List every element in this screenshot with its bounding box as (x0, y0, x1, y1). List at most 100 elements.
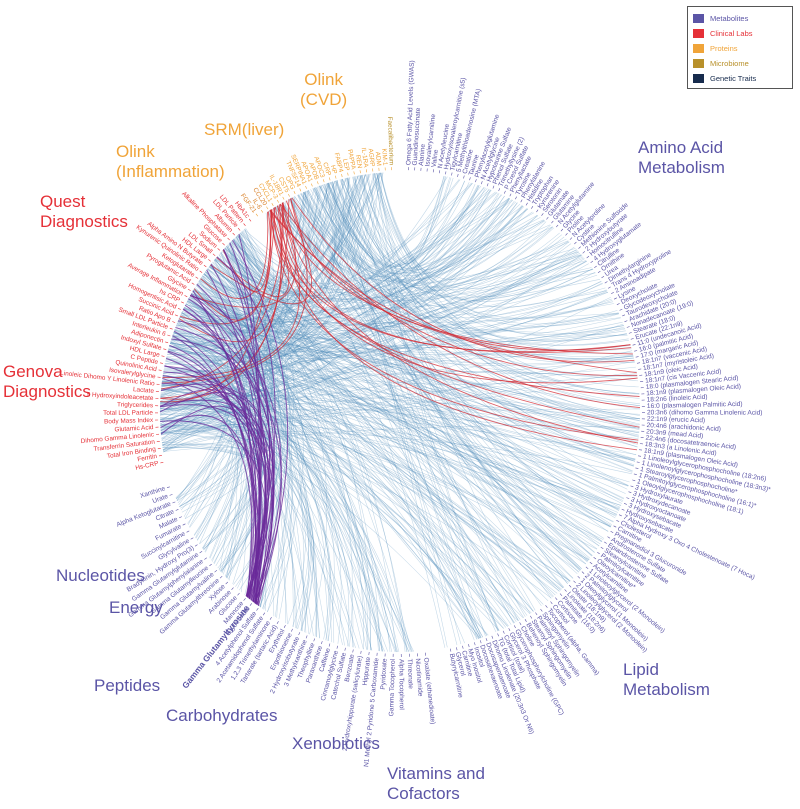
node-tick (492, 636, 493, 639)
node-tick (526, 203, 528, 206)
node-tick (165, 342, 168, 343)
node-tick (160, 363, 163, 364)
node-tick (250, 603, 252, 605)
node-tick (456, 647, 457, 650)
node-tick (625, 321, 628, 322)
node-tick (238, 593, 240, 595)
node-tick (195, 545, 198, 547)
node-tick (520, 622, 522, 625)
node-tick (458, 174, 459, 177)
node-tick (185, 295, 188, 296)
node-tick (515, 197, 516, 200)
node-tick (158, 448, 161, 449)
node-tick (306, 186, 307, 189)
group-label-olink-inflammation: Olink (Inflammation) (116, 142, 225, 182)
node-tick (266, 207, 268, 210)
node-tick (556, 225, 558, 227)
node-tick (510, 194, 511, 197)
legend-item-genetic-traits: Genetic Traits (693, 71, 787, 86)
node-tick (464, 176, 465, 179)
node-tick (160, 462, 163, 463)
node-tick (348, 173, 349, 176)
node-tick (578, 576, 580, 578)
node-tick (531, 206, 533, 209)
node-tick (560, 594, 562, 596)
group-label-vitamins-cofactors: Vitamins and Cofactors (387, 764, 485, 804)
node-tick (614, 526, 617, 527)
node-tick (361, 651, 362, 654)
node-tick (637, 363, 640, 364)
node-tick (616, 520, 619, 521)
node-tick (617, 303, 620, 304)
node-tick (233, 233, 235, 235)
node-tick (208, 259, 210, 261)
node-label: KIM-1 (380, 148, 388, 166)
node-tick (620, 309, 623, 310)
node-tick (213, 254, 215, 256)
node-tick (256, 214, 258, 216)
node-tick (622, 315, 625, 316)
node-tick (525, 619, 527, 622)
node-tick (499, 188, 500, 191)
node-tick (249, 219, 251, 221)
node-tick (561, 229, 563, 231)
node-tick (509, 628, 510, 631)
node-tick (474, 642, 475, 645)
legend-swatch (693, 44, 704, 53)
node-tick (503, 631, 504, 634)
node-tick (551, 221, 553, 223)
node-tick (277, 621, 279, 624)
node-tick (624, 503, 627, 504)
node-tick (486, 638, 487, 641)
node-tick (622, 509, 625, 510)
node-tick (175, 315, 178, 316)
node-tick (187, 531, 190, 532)
node-tick (188, 289, 191, 291)
legend-item-proteins: Proteins (693, 41, 787, 56)
node-tick (277, 200, 279, 203)
node-tick (178, 308, 181, 309)
node-tick (329, 177, 330, 180)
node-tick (565, 589, 567, 591)
node-tick (587, 256, 589, 258)
node-tick (200, 551, 203, 553)
group-label-srm-liver: SRM(liver) (204, 120, 284, 140)
node-label: Triglycerides (117, 401, 153, 409)
node-tick (170, 328, 173, 329)
edge-blue (160, 424, 481, 638)
node-tick (583, 251, 585, 253)
node-tick (220, 576, 222, 578)
node-tick (244, 224, 246, 226)
node-tick (272, 203, 274, 206)
node-tick (335, 176, 336, 179)
node-tick (439, 170, 440, 173)
node-tick (555, 598, 557, 600)
node-tick (629, 492, 632, 493)
node-tick (569, 585, 571, 587)
node-tick (530, 616, 532, 619)
node-tick (176, 509, 179, 510)
node-tick (487, 183, 488, 186)
node-tick (619, 515, 622, 516)
legend-label: Genetic Traits (710, 74, 756, 83)
legend-item-metabolites: Metabolites (693, 11, 787, 26)
node-tick (627, 327, 630, 328)
node-label: Threonate (406, 659, 414, 690)
node-tick (535, 613, 537, 616)
node-tick (179, 517, 182, 518)
node-tick (283, 197, 284, 200)
legend-item-microbiome: Microbiome (693, 56, 787, 71)
node-tick (634, 474, 637, 475)
node-tick (284, 625, 285, 628)
group-label-xenobiotics: Xenobiotics (292, 734, 380, 754)
node-label: Total LDL Particle (103, 410, 153, 417)
node-tick (629, 332, 632, 333)
legend: Metabolites Clinical Labs Proteins Micro… (687, 6, 793, 89)
node-tick (638, 456, 641, 457)
node-tick (611, 531, 614, 533)
node-tick (226, 582, 228, 584)
group-label-energy: Energy (109, 598, 163, 618)
node-label: Pyridoxate (380, 658, 389, 690)
node-tick (611, 292, 614, 294)
node-tick (261, 210, 263, 213)
